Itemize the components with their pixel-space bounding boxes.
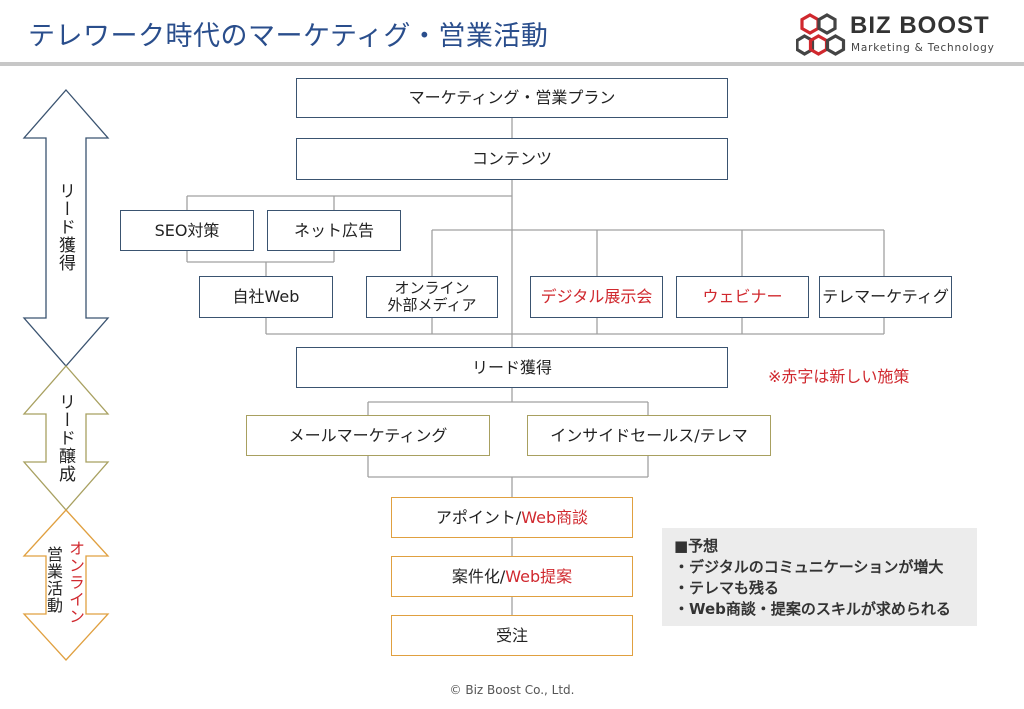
forecast-item: ・デジタルのコミュニケーションが増大 <box>674 558 944 576</box>
digital-exhibition-box: デジタル展示会 <box>530 276 663 318</box>
online-sales-arrow <box>22 509 110 661</box>
appointment-text: アポイント/ <box>435 507 522 527</box>
new-initiative-note: ※赤字は新しい施策 <box>768 367 910 386</box>
order-box: 受注 <box>391 615 633 656</box>
project-box: 案件化/Web提案 <box>391 556 633 597</box>
company-logo: BIZ BOOST Marketing & Technology <box>796 12 1011 58</box>
online-external-media-box: オンライン 外部メディア <box>366 276 498 318</box>
net-ads-box: ネット広告 <box>267 210 401 251</box>
inside-sales-box: インサイドセールス/テレマ <box>527 415 771 456</box>
appointment-box: アポイント/Web商談 <box>391 497 633 538</box>
web-meeting-text: Web商談 <box>521 507 589 527</box>
title-divider <box>0 62 1024 66</box>
copyright: © Biz Boost Co., Ltd. <box>449 683 575 697</box>
own-website-box: 自社Web <box>199 276 333 318</box>
page-title: テレワーク時代のマーケティグ・営業活動 <box>28 21 549 52</box>
logo-name: BIZ BOOST <box>850 12 990 39</box>
seo-box: SEO対策 <box>120 210 254 251</box>
logo-tagline: Marketing & Technology <box>851 42 995 54</box>
phase-sales-activity-label: 営業活動 <box>44 546 63 614</box>
project-text: 案件化/ <box>451 566 506 586</box>
web-proposal-text: Web提案 <box>505 566 573 586</box>
marketing-sales-plan-box: マーケティング・営業プラン <box>296 78 728 118</box>
telemarketing-box: テレマーケティグ <box>819 276 952 318</box>
phase-online-label: オンライン <box>66 540 85 625</box>
phase-lead-acquisition-label: リード獲得 <box>55 182 75 272</box>
forecast-item: ・テレマも残る <box>674 579 780 597</box>
phase-lead-nurturing-label: リード醸成 <box>55 393 75 483</box>
contents-box: コンテンツ <box>296 138 728 180</box>
webinar-box: ウェビナー <box>676 276 809 318</box>
hexagon-logo-icon <box>796 13 846 56</box>
mail-marketing-box: メールマーケティング <box>246 415 490 456</box>
forecast-item: ・Web商談・提案のスキルが求められる <box>674 600 951 618</box>
forecast-panel: ■予想 ・デジタルのコミュニケーションが増大 ・テレマも残る ・Web商談・提案… <box>662 528 977 626</box>
forecast-heading: ■予想 <box>674 537 719 555</box>
lead-acquisition-box: リード獲得 <box>296 347 728 388</box>
